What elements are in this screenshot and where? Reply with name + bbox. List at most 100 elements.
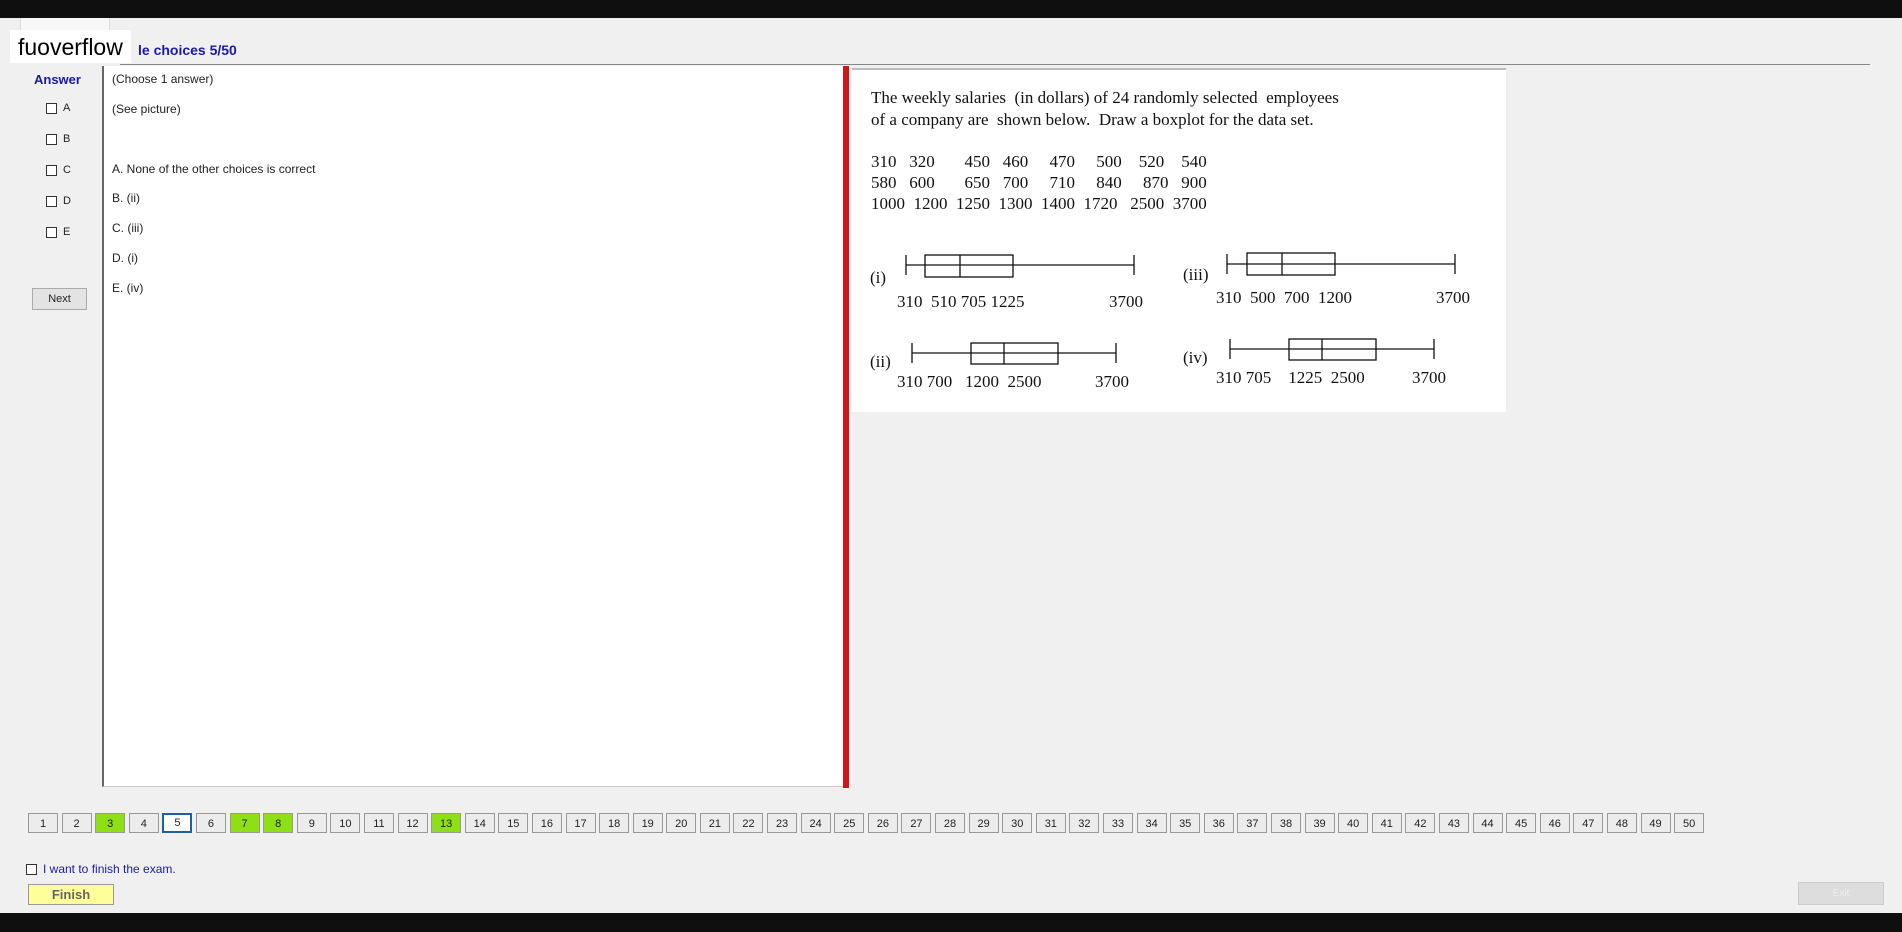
page-button-7[interactable]: 7	[229, 813, 260, 833]
finish-exam-checkbox[interactable]: I want to finish the exam.	[26, 862, 176, 876]
choice-label: B	[63, 133, 71, 145]
page-button-20[interactable]: 20	[666, 813, 697, 833]
next-button[interactable]: Next	[32, 288, 87, 310]
page-button-35[interactable]: 35	[1170, 813, 1201, 833]
option-c: C. (iii)	[112, 221, 144, 235]
page-button-37[interactable]: 37	[1237, 813, 1268, 833]
page-button-2[interactable]: 2	[61, 813, 92, 833]
page-button-39[interactable]: 39	[1304, 813, 1335, 833]
page-button-27[interactable]: 27	[901, 813, 932, 833]
page-button-31[interactable]: 31	[1035, 813, 1066, 833]
page-button-38[interactable]: 38	[1270, 813, 1301, 833]
page-button-18[interactable]: 18	[599, 813, 630, 833]
question-pane: (Choose 1 answer) (See picture) A. None …	[102, 66, 845, 787]
data-row: 1000 1200 1250 1300 1400 1720 2500 3700	[871, 194, 1207, 213]
page-button-25[interactable]: 25	[834, 813, 865, 833]
picture-prompt: of a company are shown below. Draw a box…	[871, 110, 1314, 129]
title-divider	[120, 64, 1870, 65]
page-button-17[interactable]: 17	[565, 813, 596, 833]
choice-b[interactable]: B	[46, 132, 70, 146]
answer-heading: Answer	[34, 72, 81, 87]
plot-label: (iii)	[1183, 265, 1209, 284]
page-button-41[interactable]: 41	[1371, 813, 1402, 833]
option-b: B. (ii)	[112, 191, 140, 205]
finish-checkbox-label: I want to finish the exam.	[43, 862, 176, 876]
page-button-5[interactable]: 5	[162, 813, 193, 833]
page-button-49[interactable]: 49	[1640, 813, 1671, 833]
boxplot-i	[905, 254, 1135, 278]
page-button-50[interactable]: 50	[1674, 813, 1705, 833]
page-button-19[interactable]: 19	[632, 813, 663, 833]
page-button-45[interactable]: 45	[1506, 813, 1537, 833]
page-button-46[interactable]: 46	[1539, 813, 1570, 833]
page-button-1[interactable]: 1	[28, 813, 58, 833]
pane-divider[interactable]	[843, 66, 849, 788]
watermark: fuoverflow	[10, 30, 131, 63]
finish-button[interactable]: Finish	[28, 884, 114, 905]
page-button-29[interactable]: 29	[968, 813, 999, 833]
plot-axis-max: 3700	[1436, 288, 1470, 307]
choice-label: C	[63, 164, 71, 176]
question-instruction: (Choose 1 answer)	[112, 72, 214, 86]
page-button-43[interactable]: 43	[1438, 813, 1469, 833]
data-row: 580 600 650 700 710 840 870 900	[871, 173, 1207, 192]
page-button-15[interactable]: 15	[498, 813, 529, 833]
checkbox[interactable]	[46, 164, 57, 176]
plot-label: (iv)	[1183, 348, 1208, 367]
choice-label: A	[63, 102, 71, 114]
checkbox[interactable]	[26, 863, 37, 875]
page-button-6[interactable]: 6	[195, 813, 226, 833]
page-button-26[interactable]: 26	[867, 813, 898, 833]
page-button-40[interactable]: 40	[1338, 813, 1369, 833]
page-button-10[interactable]: 10	[330, 813, 361, 833]
page-button-23[interactable]: 23	[767, 813, 798, 833]
plot-label: (ii)	[870, 352, 891, 371]
boxplot-ii	[911, 342, 1117, 365]
page-button-30[interactable]: 30	[1002, 813, 1033, 833]
page-button-12[interactable]: 12	[397, 813, 428, 833]
option-d: D. (i)	[112, 251, 138, 265]
question-picture: The weekly salaries (in dollars) of 24 r…	[852, 68, 1506, 412]
boxplots-figure	[905, 252, 1456, 365]
plot-axis: 310 500 700 1200	[1216, 288, 1352, 307]
page-button-28[interactable]: 28	[935, 813, 966, 833]
checkbox[interactable]	[46, 226, 57, 238]
option-e: E. (iv)	[112, 281, 144, 295]
boxplot-iii	[1226, 252, 1456, 276]
choice-d[interactable]: D	[46, 194, 71, 208]
page-button-24[interactable]: 24	[800, 813, 831, 833]
page-button-42[interactable]: 42	[1405, 813, 1436, 833]
plot-axis-max: 3700	[1412, 368, 1446, 387]
page-button-32[interactable]: 32	[1069, 813, 1100, 833]
page-button-9[interactable]: 9	[296, 813, 327, 833]
page-button-21[interactable]: 21	[699, 813, 730, 833]
page-button-16[interactable]: 16	[531, 813, 562, 833]
option-a: A. None of the other choices is correct	[112, 162, 316, 176]
choice-a[interactable]: A	[46, 101, 70, 115]
page-button-33[interactable]: 33	[1103, 813, 1133, 833]
choice-c[interactable]: C	[46, 163, 71, 177]
checkbox[interactable]	[46, 133, 57, 145]
plot-axis: 310 705 1225 2500	[1216, 368, 1365, 387]
choice-e[interactable]: E	[46, 225, 70, 239]
page-button-13[interactable]: 13	[431, 813, 462, 833]
exit-button[interactable]: Exit	[1798, 882, 1884, 905]
answer-panel: Answer A B C D E Next	[20, 66, 102, 786]
page-button-47[interactable]: 47	[1573, 813, 1604, 833]
page-button-8[interactable]: 8	[263, 813, 294, 833]
page-button-36[interactable]: 36	[1203, 813, 1234, 833]
choice-label: D	[63, 195, 71, 207]
page-button-34[interactable]: 34	[1136, 813, 1167, 833]
boxplot-iv	[1229, 338, 1435, 361]
plot-axis-max: 3700	[1109, 292, 1143, 311]
page-button-14[interactable]: 14	[464, 813, 495, 833]
checkbox[interactable]	[46, 195, 57, 207]
page-button-22[interactable]: 22	[733, 813, 764, 833]
question-picture-note: (See picture)	[112, 102, 181, 116]
page-button-3[interactable]: 3	[95, 813, 126, 833]
page-button-4[interactable]: 4	[128, 813, 159, 833]
checkbox[interactable]	[46, 102, 57, 114]
page-button-44[interactable]: 44	[1472, 813, 1503, 833]
page-button-48[interactable]: 48	[1606, 813, 1637, 833]
page-button-11[interactable]: 11	[363, 813, 394, 833]
